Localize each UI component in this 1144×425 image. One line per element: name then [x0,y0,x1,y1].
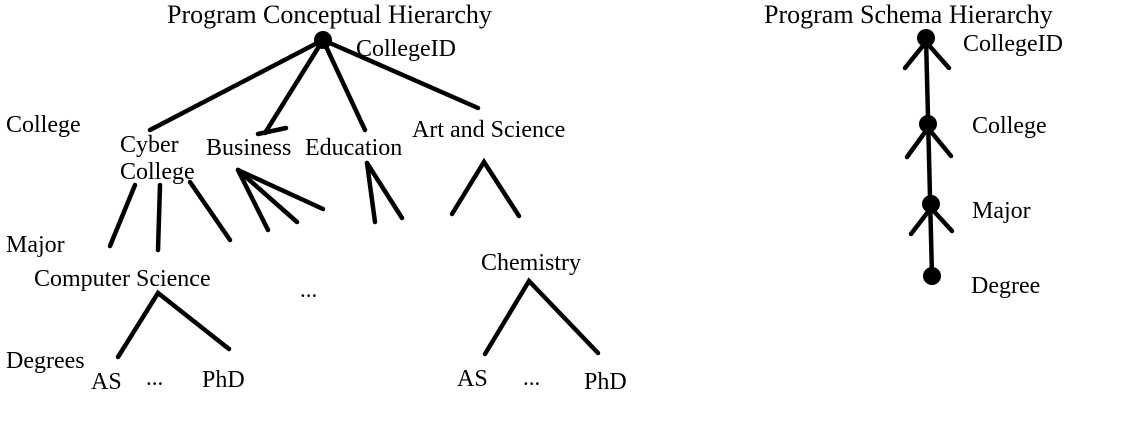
conceptual-title: Program Conceptual Hierarchy [167,0,492,29]
schema-fork-college [904,124,954,160]
chem-degree-as: AS [457,366,488,392]
edge-business-1 [235,167,271,233]
edge-root-business [262,37,326,136]
root-label: CollegeID [356,36,456,62]
edge-chem-degrees [482,277,601,357]
schema-title: Program Schema Hierarchy [764,0,1053,29]
schema-node-collegeid [917,29,935,47]
schema-label-college: College [972,113,1047,139]
cs-degree-ellipsis: ... [146,365,164,390]
edge-cyber-1 [107,182,138,249]
edge-cyber-3 [187,179,233,243]
cs-degree-as: AS [91,369,122,395]
edge-root-artsci [320,37,481,111]
edge-cs-degrees [115,289,232,360]
schema-label-collegeid: CollegeID [963,31,1063,57]
chem-degree-phd: PhD [584,369,627,395]
schema-node-major [922,195,940,213]
level-label-major: Major [6,232,65,258]
level-label-college: College [6,112,81,138]
major-chemistry: Chemistry [481,250,581,276]
schema-fork-collegeid [902,38,952,71]
edge-arrowhead-business [255,125,289,137]
edge-artsci-children [449,157,522,219]
schema-label-major: Major [972,198,1031,224]
edge-education-1 [364,160,378,225]
edge-business-2 [235,167,300,225]
schema-node-college [919,115,937,133]
edge-cyber-2 [155,182,163,253]
chem-degree-ellipsis: ... [523,365,541,390]
schema-label-degree: Degree [971,273,1041,299]
edge-business-3 [235,167,326,212]
college-artsci: Art and Science [412,117,566,143]
college-business: Business [206,135,292,161]
college-cyber: Cyber College [120,132,195,185]
edge-root-cyber [147,37,326,133]
schema-node-degree [923,267,941,285]
edge-root-education [320,37,368,133]
major-ellipsis: ... [300,277,318,302]
edge-education-2 [364,160,405,221]
level-label-degrees: Degrees [6,348,85,374]
college-education: Education [305,135,403,161]
major-computer-science: Computer Science [34,266,211,292]
schema-fork-major [908,204,955,237]
cs-degree-phd: PhD [202,367,245,393]
schema-spine [923,35,935,279]
